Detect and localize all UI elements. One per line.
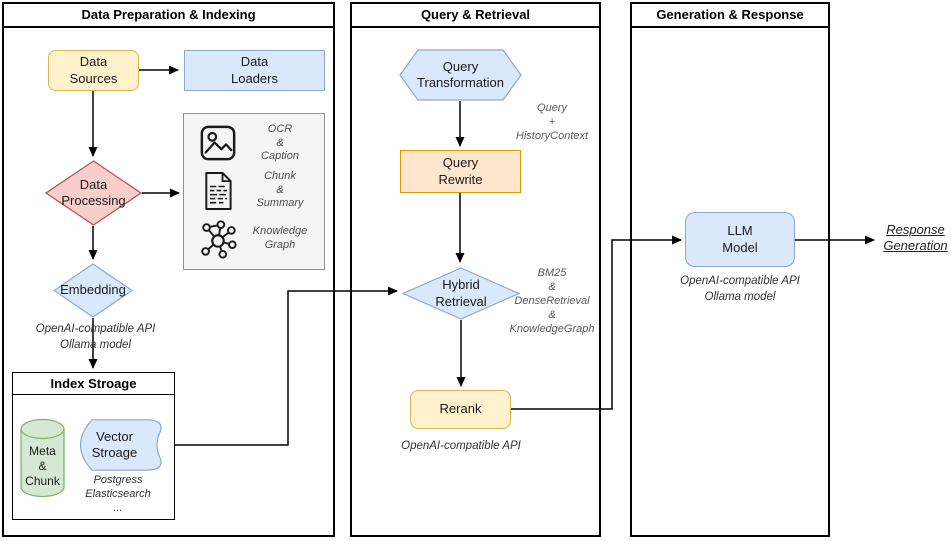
node-hybrid-retrieval: Hybrid Retrieval <box>402 267 520 320</box>
panel-title-data-preparation: Data Preparation & Indexing <box>4 4 333 28</box>
image-icon <box>192 124 244 162</box>
method-row-ocr: OCR & Caption <box>192 123 316 164</box>
panel-generation-response: Generation & Response <box>630 2 830 537</box>
rerank-api-note: OpenAI-compatible API <box>401 440 521 452</box>
response-generation-label: Response Generation <box>883 222 948 253</box>
node-rerank: Rerank <box>410 390 511 429</box>
diamond-shape <box>45 160 142 226</box>
node-data-sources: Data Sources <box>48 50 139 91</box>
stored-data-shape <box>79 419 162 471</box>
method-label-knowledge-graph: Knowledge Graph <box>252 225 308 251</box>
index-storage-title: Index Stroage <box>13 373 174 395</box>
node-llm-model: LLM Model <box>685 212 795 267</box>
method-label-chunk: Chunk & Summary <box>256 170 304 210</box>
node-meta-chunk-db: Meta & Chunk <box>20 418 65 498</box>
node-query-transformation: Query Transformation <box>399 49 522 101</box>
method-row-chunk: Chunk & Summary <box>192 170 316 212</box>
node-data-loaders: Data Loaders <box>184 50 325 91</box>
retrieval-methods-note: BM25 & DenseRetrieval & KnowledgeGraph <box>509 267 595 335</box>
panel-title-generation-response: Generation & Response <box>632 4 828 28</box>
vector-storage-note: Postgress Elasticsearch ... <box>85 474 151 514</box>
panel-title-query-retrieval: Query & Retrieval <box>352 4 599 28</box>
method-row-knowledge-graph: Knowledge Graph <box>192 218 316 260</box>
processing-methods-box: OCR & Caption Chunk & Summary <box>183 113 325 270</box>
knowledge-graph-icon <box>192 218 244 260</box>
node-query-rewrite: Query Rewrite <box>400 150 521 193</box>
method-label-ocr: OCR & Caption <box>261 123 299 163</box>
document-icon <box>192 170 244 212</box>
diamond-shape <box>53 263 133 318</box>
node-embedding: Embedding <box>53 263 133 318</box>
diamond-shape <box>402 267 520 320</box>
hexagon-shape <box>399 49 522 101</box>
cylinder-shape <box>20 418 65 498</box>
embedding-api-note: OpenAI-compatible API Ollama model <box>35 323 156 351</box>
node-vector-storage: Vector Stroage <box>76 419 163 471</box>
query-history-note: Query + HistoryContext <box>515 102 589 142</box>
llm-api-note: OpenAI-compatible API Ollama model <box>680 275 800 303</box>
node-data-processing: Data Processing <box>45 160 142 226</box>
